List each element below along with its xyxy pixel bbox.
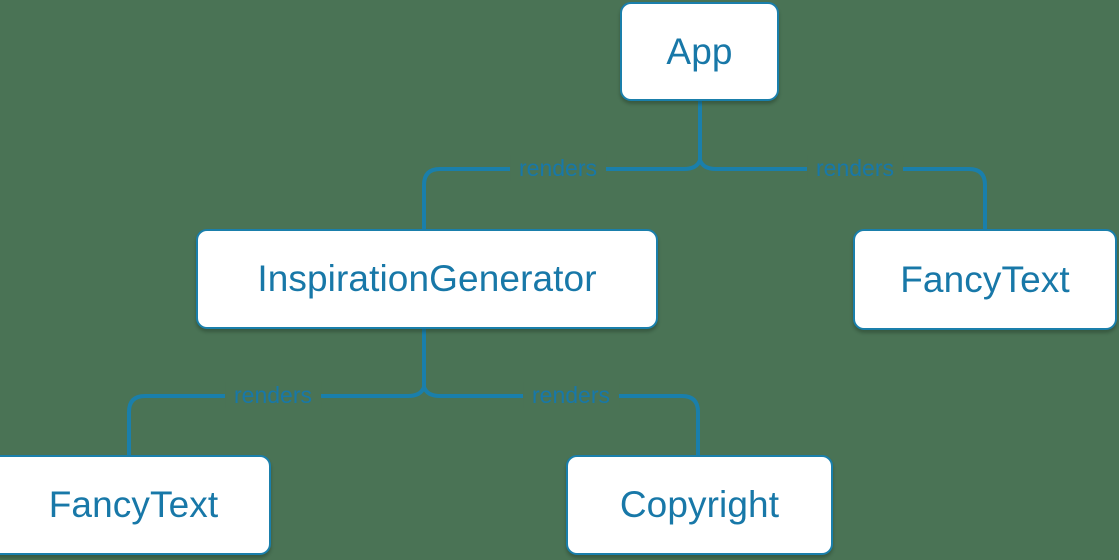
edge-app-to-inspiration (422, 167, 684, 229)
edge-app-to-fancytext-right (716, 167, 987, 229)
edge-label-app-to-inspiration-generator: renders (510, 155, 606, 181)
node-copyright[interactable]: Copyright (566, 455, 833, 555)
node-fancytext-right[interactable]: FancyText (853, 229, 1117, 330)
node-inspiration-generator-label: InspirationGenerator (257, 258, 597, 299)
node-inspiration-generator[interactable]: InspirationGenerator (196, 229, 658, 329)
edge-label-app-to-fancytext-right: renders (807, 155, 903, 181)
node-fancytext-right-label: FancyText (900, 258, 1070, 300)
edge-label-inspiration-generator-to-fancytext-left: renders (225, 382, 321, 408)
node-fancytext-left[interactable]: FancyText (0, 455, 271, 555)
node-app-label: App (666, 30, 733, 72)
edge-inspiration-junction (407, 380, 441, 398)
edge-app-junction (683, 153, 717, 171)
node-fancytext-left-label: FancyText (48, 484, 219, 525)
node-copyright-label: Copyright (619, 484, 780, 525)
node-app[interactable]: App (620, 2, 779, 101)
edge-label-inspiration-generator-to-copyright: renders (523, 382, 619, 408)
edge-inspiration-to-copyright (440, 394, 700, 455)
edge-inspiration-to-fancytext-left (127, 394, 408, 455)
